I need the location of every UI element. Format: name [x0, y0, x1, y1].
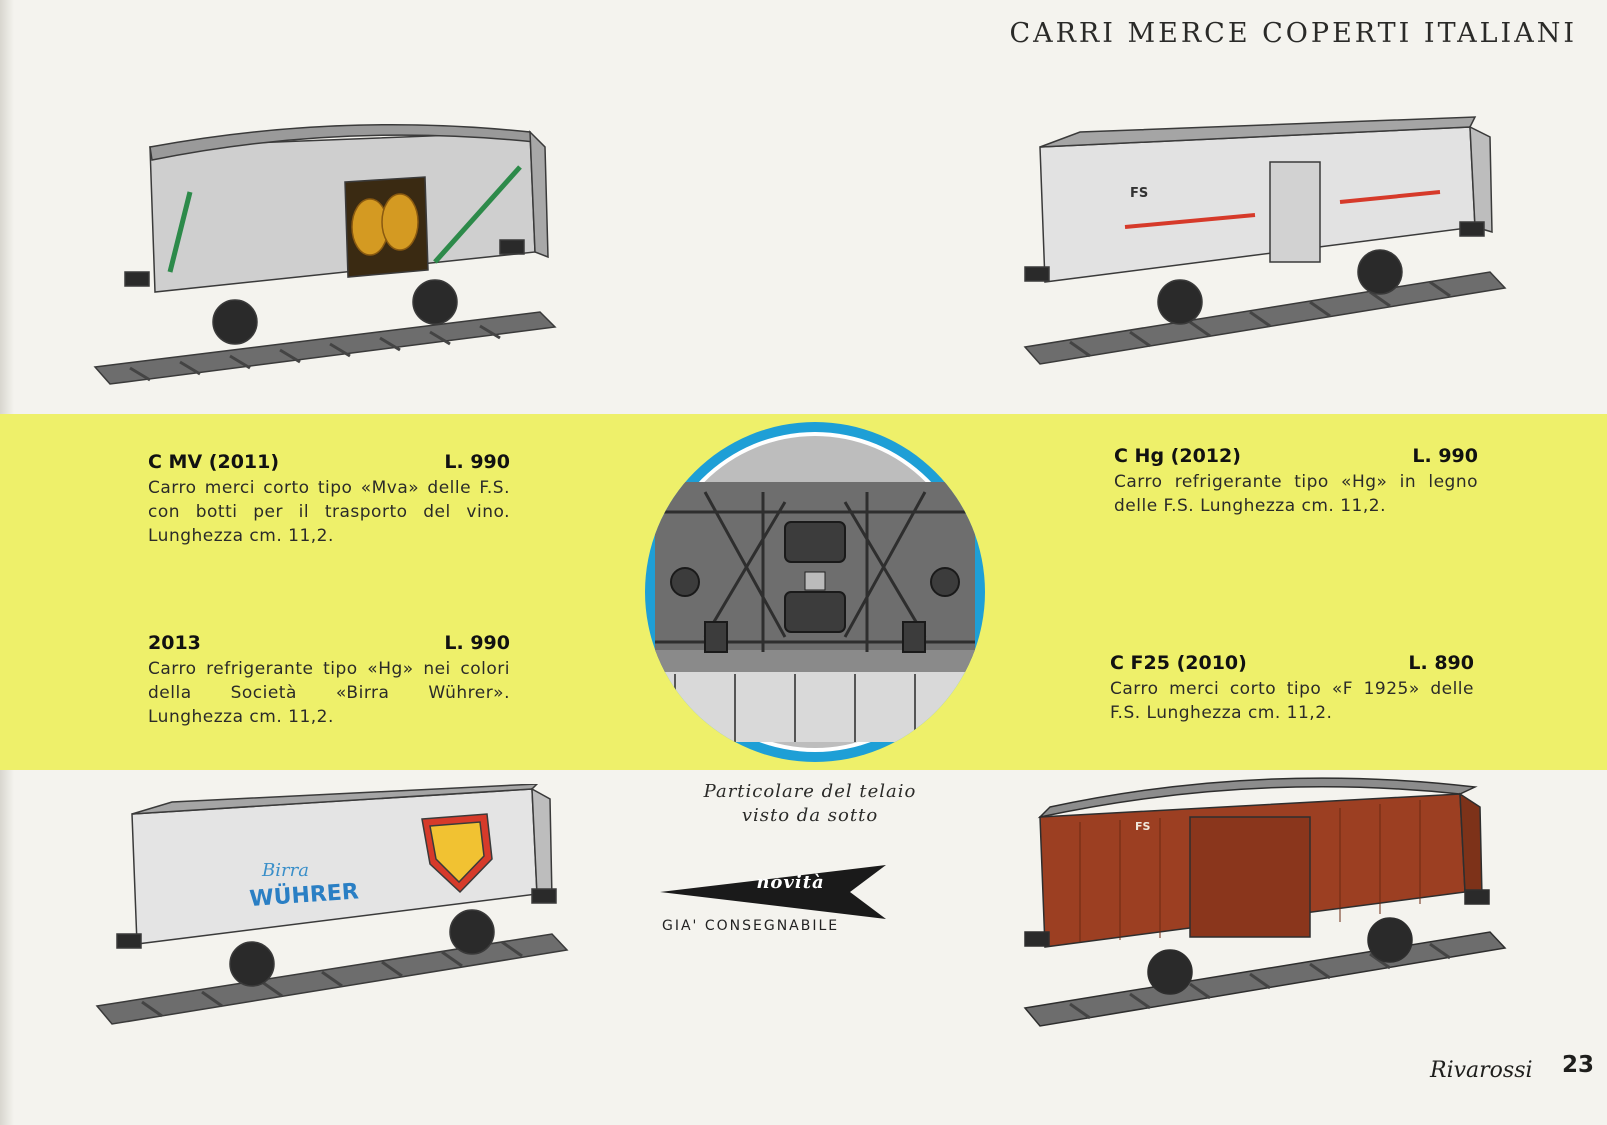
- product-price: L. 990: [1412, 445, 1478, 467]
- novita-subtitle: GIA' CONSEGNABILE: [662, 918, 840, 934]
- wagon-marking-birra: Birra: [261, 860, 309, 881]
- brand-logo: Rivarossi: [1430, 1058, 1533, 1083]
- chassis-caption: Particolare del telaio visto da sotto: [660, 780, 960, 828]
- page-title: CARRI MERCE COPERTI ITALIANI: [1009, 18, 1577, 49]
- product-code: C MV (2011): [148, 451, 280, 473]
- product-description: Carro merci corto tipo «Mva» delle F.S. …: [148, 478, 510, 546]
- wagon-2013-image: Birra WÜHRER: [95, 784, 569, 1025]
- wagon-chg-image: FS: [1023, 116, 1507, 365]
- product-chg: C Hg (2012) L. 990 Carro refrigerante tip…: [1114, 444, 1478, 518]
- novita-label: novità: [756, 872, 825, 893]
- product-2013: 2013 L. 990 Carro refrigerante tipo «Hg» …: [148, 631, 510, 729]
- product-cmv: C MV (2011) L. 990 Carro merci corto tipo…: [148, 450, 510, 548]
- chassis-detail-photo: [645, 422, 985, 762]
- product-code: 2013: [148, 632, 201, 654]
- product-description: Carro refrigerante tipo «Hg» in legno de…: [1114, 472, 1478, 516]
- page-number: 23: [1562, 1052, 1595, 1078]
- wagon-marking-fs: FS: [1135, 820, 1151, 833]
- product-price: L. 990: [444, 632, 510, 654]
- product-description: Carro refrigerante tipo «Hg» nei colori …: [148, 659, 510, 727]
- wagon-cmv-image: [93, 123, 557, 385]
- wagon-cf25-image: FS: [1023, 777, 1507, 1027]
- wagon-marking-fs: FS: [1130, 186, 1148, 201]
- product-cf25: C F25 (2010) L. 890 Carro merci corto tip…: [1110, 651, 1474, 725]
- product-price: L. 990: [444, 451, 510, 473]
- product-code: C Hg (2012): [1114, 445, 1241, 467]
- product-code: C F25 (2010): [1110, 652, 1247, 674]
- caption-line: visto da sotto: [741, 805, 879, 826]
- product-description: Carro merci corto tipo «F 1925» delle F.…: [1110, 679, 1474, 723]
- novita-badge: [660, 865, 886, 919]
- product-price: L. 890: [1408, 652, 1474, 674]
- caption-line: Particolare del telaio: [703, 781, 917, 802]
